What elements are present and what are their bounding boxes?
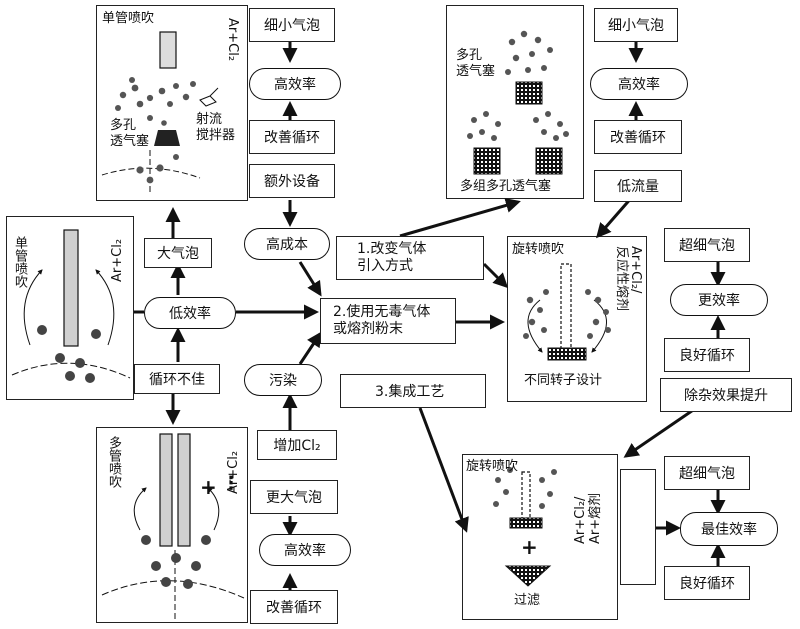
panel-rotary: [507, 236, 647, 402]
high-efficiency-3: 高效率: [590, 68, 688, 100]
multi-plug-caption: 多组多孔透气塞: [460, 179, 552, 194]
filter-caption: 过滤: [514, 593, 541, 608]
high-efficiency-2: 高效率: [259, 534, 351, 566]
rotary-filter-title: 旋转喷吹: [466, 459, 519, 474]
better-circulation-3: 改善循环: [594, 120, 682, 154]
multi-tube-art: [101, 433, 245, 620]
fine-bubble-1: 细小气泡: [249, 8, 335, 42]
single-tube-title: 单管喷吹: [102, 11, 155, 26]
impurity-removal: 除杂效果提升: [660, 378, 792, 412]
better-circulation-2: 改善循环: [250, 590, 338, 624]
left-single-tube-gas: Ar+Cl₂: [110, 238, 125, 282]
low-flow: 低流量: [594, 170, 682, 202]
multi-plug-porous-label: 多孔 透气塞: [456, 48, 496, 80]
higher-efficiency: 更效率: [670, 284, 768, 316]
pollution: 污染: [244, 364, 322, 396]
good-circulation-2: 良好循环: [664, 566, 750, 600]
high-efficiency-1: 高效率: [249, 68, 341, 100]
multi-tube-dots: ⋮: [222, 473, 240, 494]
add-cl2: 增加Cl₂: [257, 430, 337, 460]
low-efficiency: 低效率: [144, 297, 236, 329]
connector-arrows: [134, 40, 726, 598]
rotary-caption: 不同转子设计: [524, 373, 603, 388]
panel-empty-placeholder: [620, 469, 656, 585]
best-efficiency: 最佳效率: [680, 512, 778, 546]
multi-tube-plus: +: [200, 475, 217, 499]
method-nontoxic: 2.使用无毒气体 或熔剂粉末: [320, 298, 456, 344]
fine-bubble-2: 细小气泡: [594, 8, 678, 42]
poor-circulation: 循环不佳: [134, 364, 220, 394]
big-bubble: 大气泡: [144, 238, 212, 268]
rotary-art: [523, 263, 611, 361]
left-single-tube-title: 单管喷吹: [12, 236, 27, 288]
single-tube-left-art: [11, 229, 131, 383]
high-cost: 高成本: [244, 228, 330, 260]
single-tube-gas: Ar+Cl₂: [225, 18, 240, 62]
ultrafine-bubble-1: 超细气泡: [664, 228, 750, 262]
rotary-filter-art: [493, 467, 557, 587]
ultrafine-bubble-2: 超细气泡: [664, 456, 750, 490]
better-circulation-1: 改善循环: [249, 120, 335, 154]
good-circulation-1: 良好循环: [664, 338, 750, 372]
rotary-filter-plus: +: [521, 535, 538, 559]
single-tube-top-art: [101, 31, 219, 195]
method-integrated: 3.集成工艺: [340, 374, 486, 408]
porous-plug-label: 多孔 透气塞: [110, 118, 150, 150]
method-change-gas: 1.改变气体 引入方式: [336, 236, 484, 280]
extra-equipment: 额外设备: [249, 164, 335, 198]
rotary-filter-gas: Ar+Cl₂/ Ar+熔剂: [573, 492, 603, 544]
bigger-bubble: 更大气泡: [250, 480, 338, 514]
jet-stirrer-label: 射流 搅拌器: [196, 112, 236, 144]
rotary-title: 旋转喷吹: [512, 242, 565, 257]
multi-tube-title: 多管喷吹: [106, 436, 121, 488]
multi-porous-plug-art: [467, 30, 569, 175]
rotary-gas: Ar+Cl₂/ 反应性熔剂: [613, 246, 643, 312]
